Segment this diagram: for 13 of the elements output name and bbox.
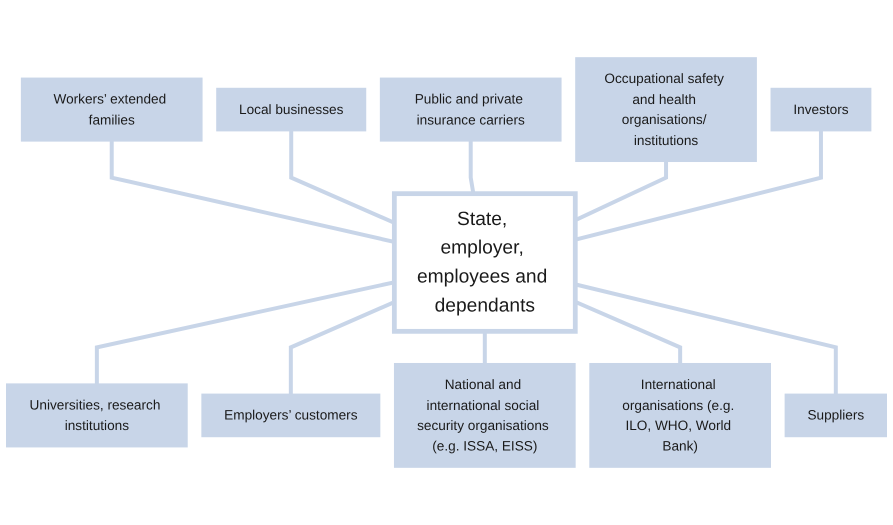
node-box: Employers’ customers [201, 394, 380, 438]
node-box: Occupational safety and health organisations/ institutions [575, 57, 757, 162]
node-box: Local businesses [216, 88, 366, 132]
node-box: Workers’ extended families [20, 78, 203, 142]
connector [482, 331, 487, 364]
node-box: Universities, research institutions [6, 383, 188, 448]
node-box: Public and private insurance carriers [380, 78, 562, 142]
node-box: National and international social security organisations (e.g. ISSA, EISS) [394, 362, 576, 468]
node-box: International organisations (e.g. ILO, WHO, World Bank) [589, 362, 772, 468]
node-box: Investors [770, 88, 872, 132]
node-box: Suppliers [784, 394, 887, 438]
node-box: State, employer, employees and dependants [392, 191, 578, 334]
connector [468, 141, 476, 194]
